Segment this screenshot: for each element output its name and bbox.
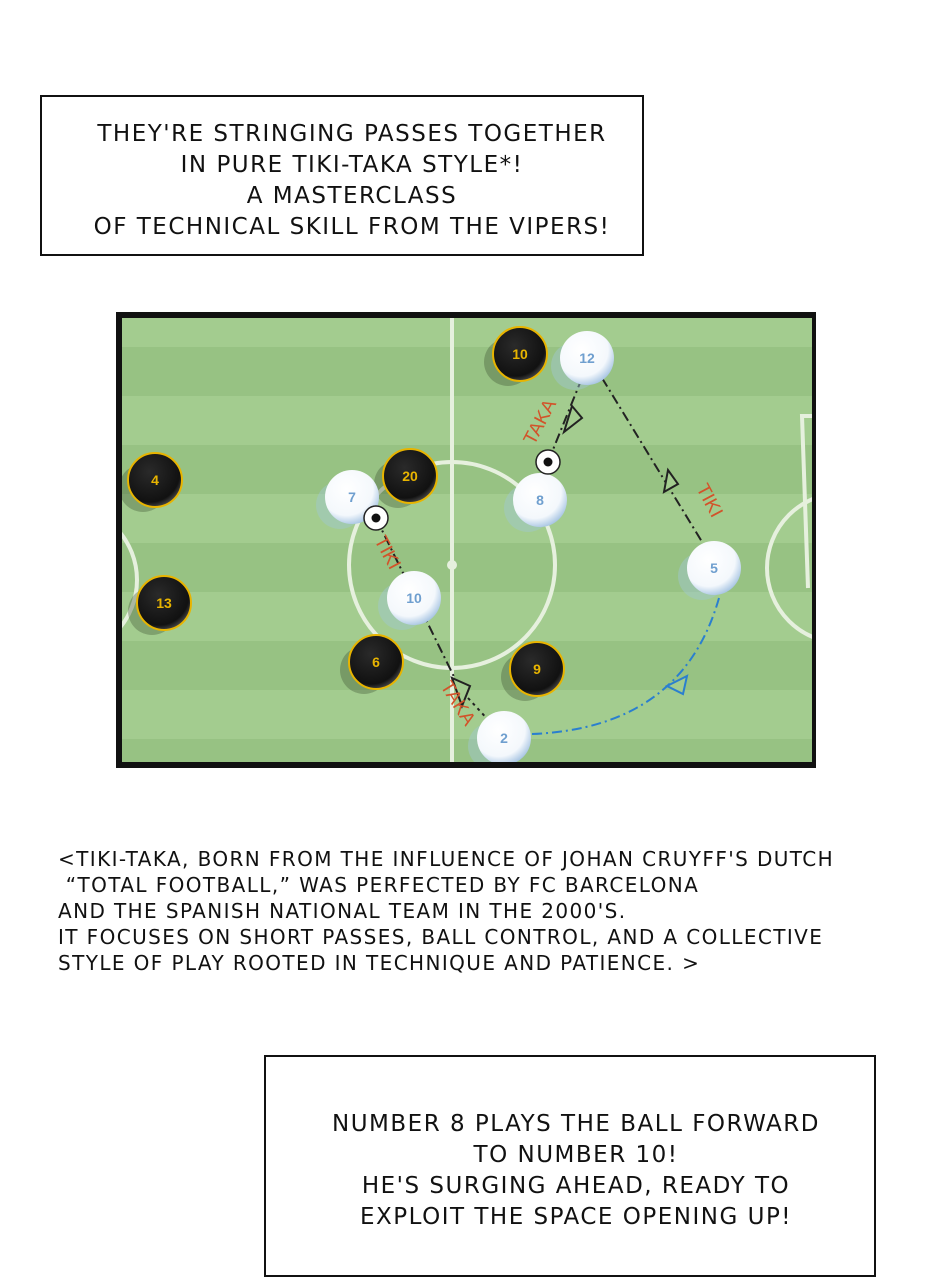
footnote-line: “Total Football,” was perfected by FC Ba…	[58, 873, 700, 897]
footnote-line: style of play rooted in technique and pa…	[58, 951, 701, 975]
player-number: 10	[406, 590, 422, 606]
grass-stripe	[122, 396, 812, 445]
grass-stripe	[122, 445, 812, 494]
player-number: 20	[402, 468, 418, 484]
caption-line: to Number 10!	[473, 1142, 679, 1168]
player-token	[348, 634, 404, 690]
player-number: 4	[151, 472, 159, 488]
home-player: 2	[468, 711, 531, 762]
home-player: 5	[678, 541, 741, 600]
arrow-icon	[662, 467, 680, 494]
caption-line: He's surging ahead, ready to	[361, 1173, 791, 1199]
grass-stripe	[122, 592, 812, 641]
left-arc	[122, 531, 139, 629]
away-player: 20	[374, 448, 438, 508]
caption-text: Number 8 plays the ball forward to Numbe…	[286, 1109, 866, 1233]
center-circle	[347, 460, 557, 670]
away-player: 13	[128, 575, 192, 635]
away-player: 4	[122, 452, 183, 512]
player-number: 6	[372, 654, 380, 670]
pass-line	[601, 377, 708, 551]
run-line	[531, 597, 720, 735]
player-token	[492, 326, 548, 382]
caption-line: Number 8 plays the ball forward	[332, 1111, 820, 1137]
penalty-box	[799, 414, 812, 589]
home-player: 8	[504, 473, 567, 532]
player-token	[477, 711, 531, 762]
caption-line: exploit the space opening up!	[359, 1204, 793, 1230]
center-spot	[447, 560, 457, 570]
soccer-ball-icon	[363, 505, 389, 531]
caption-box-bottom: Number 8 plays the ball forward to Numbe…	[264, 1055, 876, 1277]
arrow-icon	[664, 674, 689, 696]
player-number: 8	[536, 492, 544, 508]
grass-stripe	[122, 318, 812, 347]
footnote-line: <Tiki-taka, born from the influence of J…	[58, 847, 835, 871]
player-token	[509, 641, 565, 697]
arrow-icon	[450, 676, 472, 709]
player-token	[513, 473, 567, 527]
away-player: 10	[484, 326, 548, 386]
right-arc	[765, 497, 812, 639]
player-token	[387, 571, 441, 625]
player-number: 5	[710, 560, 718, 576]
player-token	[127, 452, 183, 508]
soccer-ball-icon	[535, 449, 561, 475]
player-token	[687, 541, 741, 595]
player-number: 7	[348, 489, 356, 505]
grass-stripe	[122, 690, 812, 739]
home-player: 7	[316, 470, 379, 529]
home-player: 10	[378, 571, 441, 630]
caption-box-top: They're stringing passes together in pur…	[40, 95, 644, 256]
pass-paths	[375, 377, 720, 735]
footnote: <Tiki-taka, born from the influence of J…	[58, 846, 918, 976]
player-number: 10	[512, 346, 528, 362]
footnote-line: It focuses on short passes, ball control…	[58, 925, 824, 949]
caption-line: They're stringing passes together	[97, 121, 607, 147]
caption-line: in pure tiki-taka style*!	[180, 152, 524, 178]
player-token	[136, 575, 192, 631]
away-player: 6	[340, 634, 404, 694]
player-number: 13	[156, 595, 172, 611]
grass-stripe	[122, 347, 812, 396]
player-number: 9	[533, 661, 541, 677]
arrow-icon	[562, 403, 584, 435]
grass-stripe	[122, 739, 812, 762]
player-token	[325, 470, 379, 524]
caption-line: A masterclass	[246, 183, 458, 209]
player-token	[382, 448, 438, 504]
pitch-markings	[122, 318, 812, 762]
player-token	[560, 331, 614, 385]
caption-line: of technical skill from the Vipers!	[93, 214, 611, 240]
caption-text: They're stringing passes together in pur…	[72, 119, 632, 243]
player-number: 12	[579, 350, 595, 366]
footnote-line: and the Spanish national team in the 200…	[58, 899, 627, 923]
home-player: 12	[551, 331, 614, 390]
pass-line	[375, 517, 463, 694]
away-player: 9	[501, 641, 565, 701]
pass-line	[547, 377, 583, 463]
player-number: 2	[500, 730, 508, 746]
